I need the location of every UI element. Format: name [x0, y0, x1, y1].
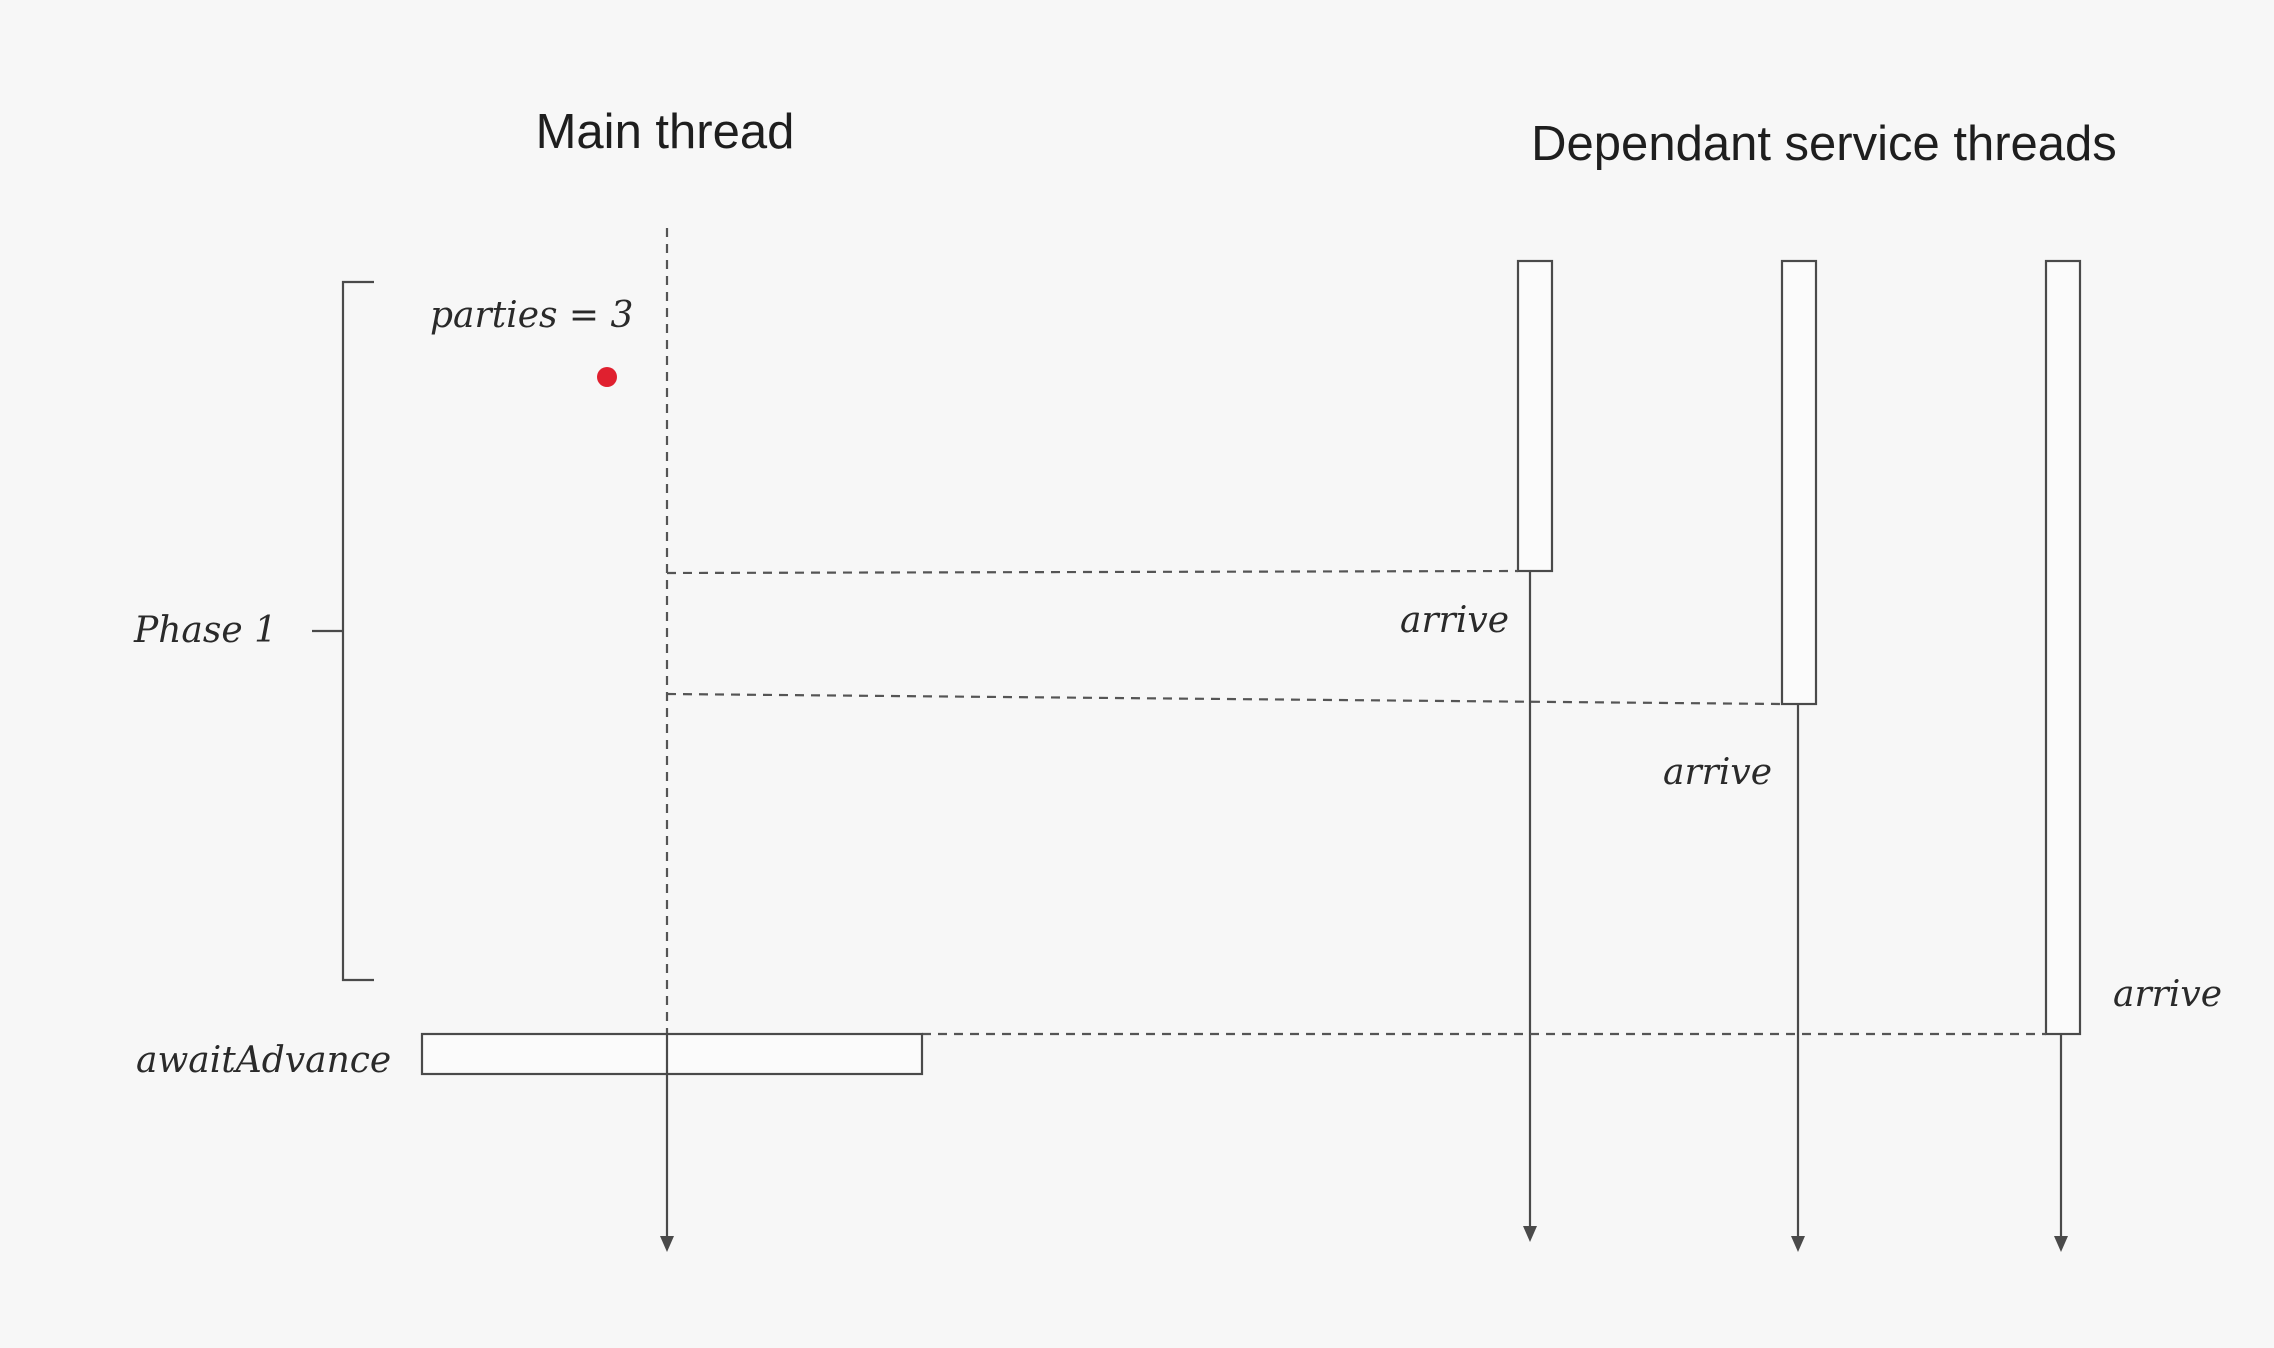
service-thread-3-activation: [2044, 259, 2082, 1036]
phase-label: Phase 1: [133, 610, 277, 651]
arrive-label-2: arrive: [1663, 752, 1772, 793]
main-thread-heading: Main thread: [536, 105, 795, 159]
await-advance-label: awaitAdvance: [136, 1040, 391, 1081]
arrive-label-1: arrive: [1400, 600, 1509, 641]
service-thread-2-arrowhead: [1791, 1236, 1805, 1252]
service-thread-1-activation: [1516, 259, 1554, 573]
parties-label: parties = 3: [430, 295, 633, 336]
await-advance-box: [420, 1032, 924, 1076]
arrive-signal-2: [666, 692, 1783, 706]
service-thread-1-arrowhead: [1523, 1226, 1537, 1242]
service-thread-2-activation: [1780, 259, 1818, 706]
main-thread-arrowhead: [660, 1236, 674, 1252]
arrive-signal-1: [666, 569, 1519, 575]
service-thread-3-arrowhead: [2054, 1236, 2068, 1252]
arrive-label-3: arrive: [2113, 974, 2222, 1015]
pointer-dot: [597, 367, 617, 387]
phase-bracket: [341, 280, 374, 982]
service-threads-heading: Dependant service threads: [1531, 117, 2117, 171]
